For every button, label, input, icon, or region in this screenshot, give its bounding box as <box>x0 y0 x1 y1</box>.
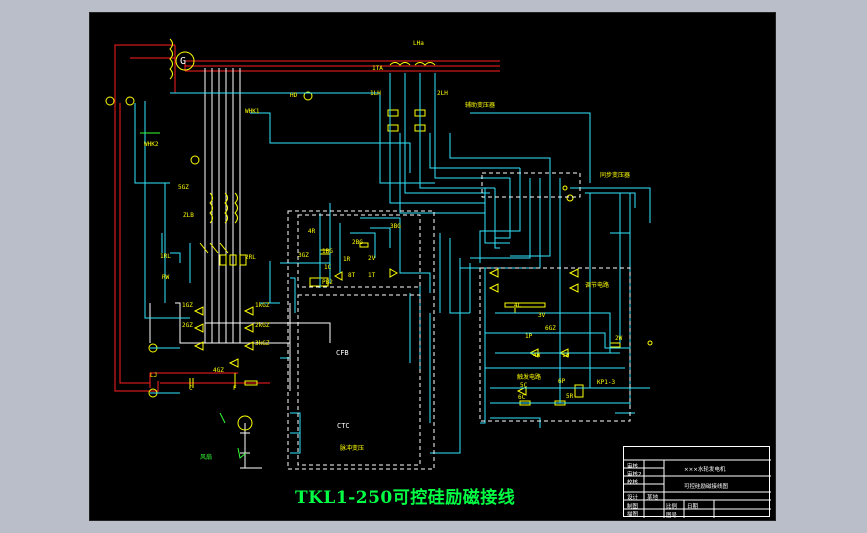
cad-drawing-canvas[interactable]: G LHa 1TA 1LH 2LH HD WHK1 WHK2 5GZ ZLB 3… <box>89 12 776 521</box>
label-zlb: ZLB <box>183 212 194 219</box>
label-1ta: 1TA <box>372 65 383 72</box>
label-4c: 4C <box>514 302 522 309</box>
tb-row-label-3: 校核 <box>627 480 639 486</box>
label-1t: 1T <box>368 272 376 279</box>
title-block-grid <box>624 459 771 518</box>
label-1lh: 1LH <box>370 90 381 97</box>
tb-row-label-6: 描图 <box>627 512 639 518</box>
label-1rl: 1RL <box>160 253 171 260</box>
circuit-schematic <box>105 38 653 470</box>
title-block: 审核 审核2 校核 设计 某地 制图 描图 ×××水轮发电机 可控硅励磁接线图 … <box>623 446 771 519</box>
label-1bg: 1BG <box>322 248 333 255</box>
label-regulation-circuit: 调节电路 <box>585 282 610 289</box>
label-2bg: 2BG <box>352 239 363 246</box>
label-3bg: 3BG <box>390 223 401 230</box>
label-2w: 2W <box>615 335 623 342</box>
label-5r: 5R <box>566 393 574 400</box>
label-8t: 8T <box>348 272 356 279</box>
label-pulse-transformer: 脉冲变压 <box>340 445 365 452</box>
label-1gz: 1GZ <box>182 302 193 309</box>
tb-drawing-name: 可控硅励磁接线图 <box>684 484 729 490</box>
label-3v: 3V <box>538 312 546 319</box>
label-whk2: WHK2 <box>144 141 159 148</box>
label-1c: 1C <box>324 264 332 271</box>
label-2gz: 2GZ <box>182 322 193 329</box>
label-4gz: 4GZ <box>213 367 224 374</box>
label-4r: 4R <box>308 228 316 235</box>
label-sync-transformer: 同步变压器 <box>600 172 631 179</box>
tb-date-label: 日期 <box>687 504 699 510</box>
label-2rl: 2RL <box>245 254 256 261</box>
label-hd: HD <box>290 92 298 99</box>
tb-row-label-5: 制图 <box>627 504 639 510</box>
label-rw: RW <box>162 274 170 281</box>
label-2lh: 2LH <box>437 90 448 97</box>
tb-row-label-2: 审核2 <box>627 472 642 478</box>
tb-project-name: ×××水轮发电机 <box>684 467 726 473</box>
label-1p: 1P <box>525 333 533 340</box>
drawing-title: TKL1-250可控硅励磁接线 <box>295 488 516 508</box>
label-fan: 风扇 <box>200 454 213 461</box>
label-6c: 6C <box>518 394 526 401</box>
tb-row-value-4: 某地 <box>647 495 659 501</box>
label-lha: LHa <box>413 40 424 47</box>
label-1w: 1W <box>562 352 570 359</box>
label-c: C <box>189 385 193 392</box>
label-2v: 2V <box>368 255 376 262</box>
label-trigger-circuit: 触发电路 <box>517 374 542 381</box>
label-ctc: CTC <box>337 422 350 430</box>
label-pb2: PB2 <box>322 279 333 286</box>
tb-row-label-1: 审核 <box>627 464 639 470</box>
label-4w: 4W <box>533 352 541 359</box>
tb-drawing-no-label: 图号 <box>666 513 678 519</box>
label-6gz: 6GZ <box>545 325 556 332</box>
label-cfb: CFB <box>336 349 349 357</box>
label-f: F <box>233 385 237 392</box>
label-5c: 5C <box>520 382 528 389</box>
label-whk1: WHK1 <box>245 108 260 115</box>
label-1kgz: 1kGZ <box>255 302 270 309</box>
label-aux-transformer: 辅助变压器 <box>465 102 496 109</box>
label-3kgz: 3kGZ <box>255 340 270 347</box>
generator-symbol-label: G <box>180 56 187 67</box>
label-2kgz: 2kGZ <box>255 322 270 329</box>
tb-row-label-4: 设计 <box>627 495 639 501</box>
label-5gz: 5GZ <box>178 184 189 191</box>
label-kp1-3: KP1-3 <box>597 379 616 386</box>
tb-ratio-label: 比例 <box>666 504 678 510</box>
label-1r: 1R <box>343 256 351 263</box>
label-lj: LJ <box>150 372 158 379</box>
label-6p: 6P <box>558 378 566 385</box>
label-3gz: 3GZ <box>298 252 309 259</box>
